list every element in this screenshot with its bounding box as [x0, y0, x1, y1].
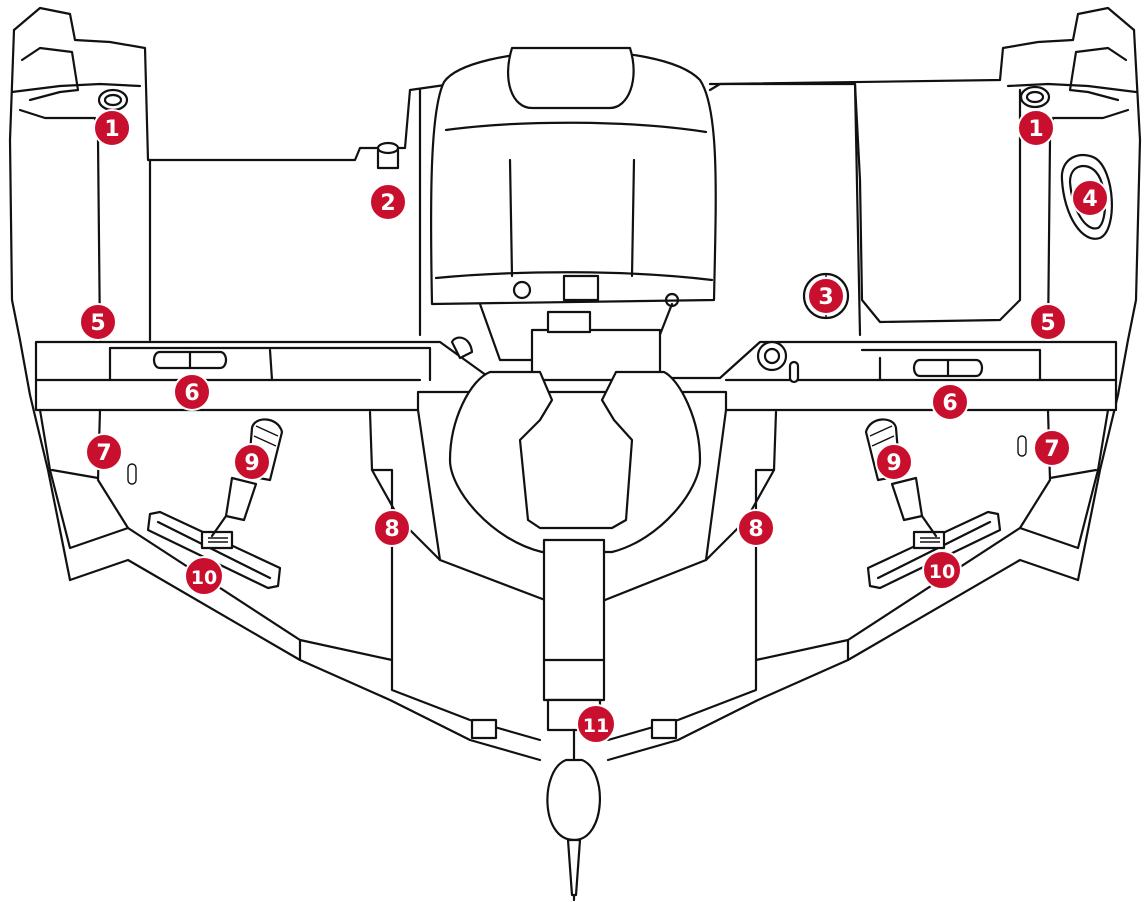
callout-2: 2 [369, 183, 407, 221]
right-trim-tab [866, 510, 1002, 590]
callout-7-left-label: 7 [96, 441, 111, 466]
callout-9-right-label: 9 [886, 451, 901, 476]
callout-7-left: 7 [85, 433, 123, 471]
left-gunwale [8, 6, 447, 582]
callout-11: 11 [576, 704, 616, 744]
callout-11-label: 11 [583, 715, 609, 737]
callout-1-left-label: 1 [104, 117, 119, 142]
callout-10-right: 10 [922, 550, 962, 590]
callout-10-left-label: 10 [191, 567, 217, 589]
callout-8-left: 8 [373, 509, 411, 547]
callout-7-right: 7 [1033, 429, 1071, 467]
callout-5-right-label: 5 [1040, 311, 1055, 336]
callout-9-left: 9 [233, 443, 271, 481]
outboard-engine [429, 46, 717, 902]
callout-1-right-label: 1 [1028, 117, 1043, 142]
callout-7-right-label: 7 [1044, 437, 1059, 462]
callout-5-left-label: 5 [90, 311, 105, 336]
callout-8-right-label: 8 [748, 517, 763, 542]
callout-1-right: 1 [1017, 109, 1055, 147]
callout-10-left: 10 [184, 556, 224, 596]
callout-6-right-label: 6 [942, 391, 957, 416]
callout-10-right-label: 10 [929, 561, 955, 583]
callout-5-left: 5 [79, 303, 117, 341]
callout-6-left: 6 [173, 373, 211, 411]
callout-1-left: 1 [93, 109, 131, 147]
callout-4-label: 4 [1082, 187, 1097, 212]
callout-5-right: 5 [1029, 303, 1067, 341]
callout-9-right: 9 [875, 443, 913, 481]
callout-2-label: 2 [380, 191, 395, 216]
callout-6-left-label: 6 [184, 381, 199, 406]
callout-9-left-label: 9 [244, 451, 259, 476]
right-gunwale [708, 6, 1142, 582]
callout-6-right: 6 [931, 383, 969, 421]
callout-3-label: 3 [818, 285, 833, 310]
callout-3: 3 [807, 277, 845, 315]
callout-8-right: 8 [737, 509, 775, 547]
left-trim-tab [146, 510, 282, 590]
callout-4: 4 [1071, 179, 1109, 217]
callout-8-left-label: 8 [384, 517, 399, 542]
